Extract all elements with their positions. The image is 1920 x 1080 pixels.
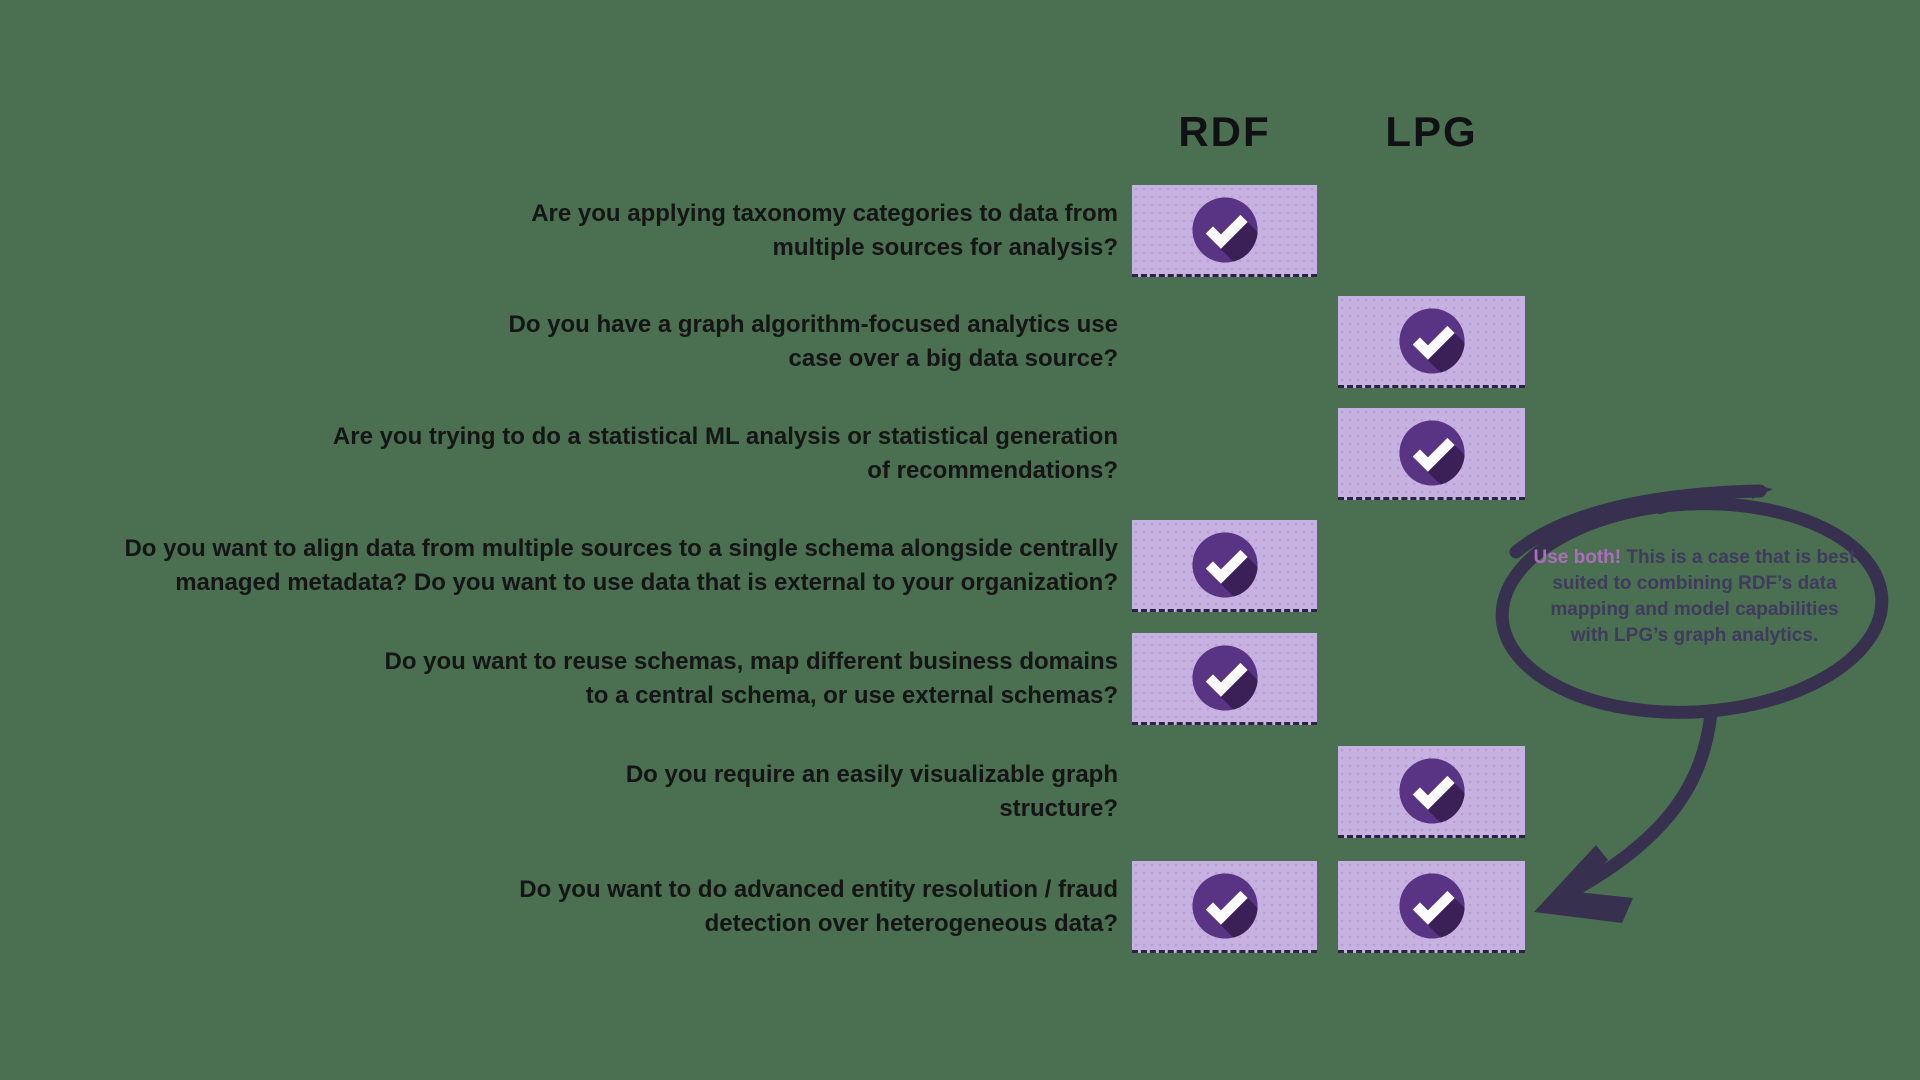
lpg-check-cell bbox=[1338, 296, 1525, 388]
lpg-check-cell bbox=[1338, 861, 1525, 953]
rdf-check-cell bbox=[1132, 520, 1317, 612]
question-text: Are you trying to do a statistical ML an… bbox=[332, 423, 1118, 484]
question-text: Do you want to align data from multiple … bbox=[124, 535, 1118, 596]
question-text: Do you want to reuse schemas, map differ… bbox=[384, 648, 1118, 709]
table-row: Do you want to reuse schemas, map differ… bbox=[0, 633, 1920, 725]
table-row: Are you applying taxonomy categories to … bbox=[0, 185, 1920, 277]
check-icon bbox=[1191, 644, 1259, 712]
callout-highlight: Use both! bbox=[1533, 547, 1622, 568]
question-text: Do you have a graph algorithm-focused an… bbox=[508, 311, 1118, 372]
rdf-check-cell bbox=[1132, 185, 1317, 277]
check-icon bbox=[1191, 531, 1259, 599]
check-icon bbox=[1398, 307, 1466, 375]
question-text: Are you applying taxonomy categories to … bbox=[531, 200, 1118, 261]
table-row: Do you want to do advanced entity resolu… bbox=[0, 861, 1920, 953]
question-text: Do you want to do advanced entity resolu… bbox=[519, 876, 1118, 937]
check-icon bbox=[1191, 872, 1259, 940]
check-icon bbox=[1191, 196, 1259, 264]
column-header-lpg: LPG bbox=[1385, 108, 1478, 155]
table-row: Are you trying to do a statistical ML an… bbox=[0, 408, 1920, 500]
column-header-rdf: RDF bbox=[1178, 108, 1271, 155]
lpg-check-cell bbox=[1338, 408, 1525, 500]
check-icon bbox=[1398, 419, 1466, 487]
rdf-check-cell bbox=[1132, 633, 1317, 725]
rdf-check-cell bbox=[1132, 861, 1317, 953]
check-icon bbox=[1398, 757, 1466, 825]
lpg-check-cell bbox=[1338, 746, 1525, 838]
table-row: Do you have a graph algorithm-focused an… bbox=[0, 296, 1920, 388]
callout-text: Use both! This is a case that is best su… bbox=[1532, 545, 1857, 649]
table-row: Do you require an easily visualizable gr… bbox=[0, 746, 1920, 838]
table-row: Do you want to align data from multiple … bbox=[0, 520, 1920, 612]
question-text: Do you require an easily visualizable gr… bbox=[625, 761, 1118, 822]
check-icon bbox=[1398, 872, 1466, 940]
callout-body: This is a case that is best suited to co… bbox=[1550, 547, 1856, 646]
